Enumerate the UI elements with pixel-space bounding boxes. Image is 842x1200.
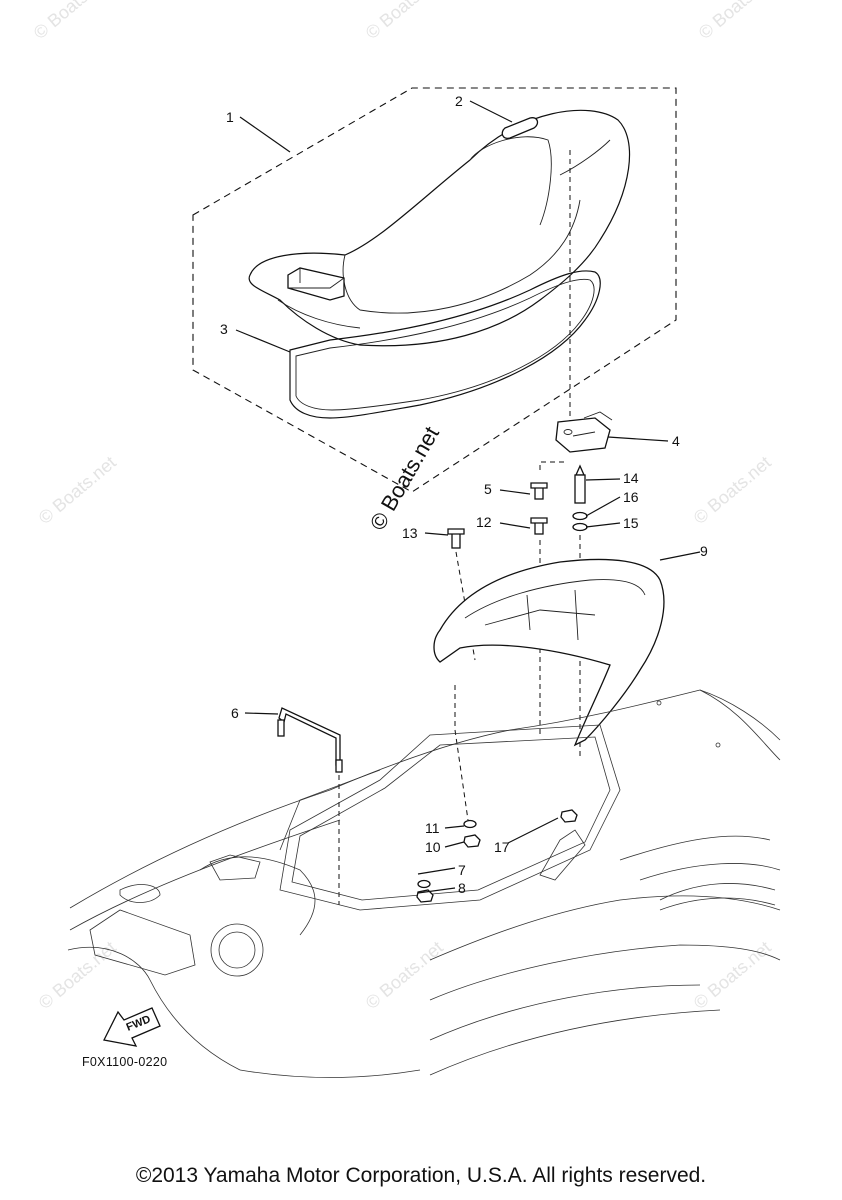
callout-1: 1 <box>226 109 234 125</box>
callout-15: 15 <box>623 515 639 531</box>
bolt <box>447 528 465 549</box>
callout-6: 6 <box>231 705 239 721</box>
nut <box>463 819 477 829</box>
seat <box>248 109 631 347</box>
callout-11: 11 <box>425 820 440 836</box>
callout-3: 3 <box>220 321 228 337</box>
watermark: © Boats.net <box>690 452 775 528</box>
seat-seal <box>289 270 601 419</box>
watermark: © Boats.net <box>365 422 444 534</box>
latch-bracket <box>555 411 613 453</box>
callout-labels: 1 2 3 4 5 6 7 8 9 10 11 12 13 14 15 16 1… <box>220 93 708 896</box>
callout-9: 9 <box>700 543 708 559</box>
copyright-notice: ©2013 Yamaha Motor Corporation, U.S.A. A… <box>135 1164 707 1187</box>
parts-diagram: © Boats.net © Boats.net © Boats.net © Bo… <box>30 0 781 1078</box>
washer <box>572 522 588 532</box>
forward-arrow-icon: FWD <box>103 1007 161 1047</box>
nut <box>417 879 431 889</box>
watermark: © Boats.net <box>690 937 775 1013</box>
watermark: © Boats.net <box>695 0 780 43</box>
callout-4: 4 <box>672 433 680 449</box>
callout-14: 14 <box>623 470 639 486</box>
callout-7: 7 <box>458 862 466 878</box>
watermark: © Boats.net <box>35 452 120 528</box>
callout-12: 12 <box>476 514 492 530</box>
nut <box>463 834 481 848</box>
watermark: © Boats.net <box>30 0 115 43</box>
callout-8: 8 <box>458 880 466 896</box>
callout-13: 13 <box>402 525 418 541</box>
seat-assembly-boundary <box>192 87 677 493</box>
bolt <box>530 482 548 500</box>
watermark-group: © Boats.net © Boats.net © Boats.net © Bo… <box>30 0 780 1013</box>
callout-10: 10 <box>425 839 441 855</box>
callout-16: 16 <box>623 489 639 505</box>
drawing-code: F0X1100-0220 <box>82 1055 168 1069</box>
nut <box>560 809 578 823</box>
latch-striker <box>574 464 586 504</box>
callout-leaders <box>235 100 701 894</box>
washer <box>572 511 588 521</box>
watermark: © Boats.net <box>362 937 447 1013</box>
seat-strap <box>501 117 539 139</box>
bolt <box>530 517 548 535</box>
retainer-handle <box>277 707 343 773</box>
storage-tray <box>433 558 665 747</box>
hull-deck <box>67 689 781 1078</box>
callout-2: 2 <box>455 93 463 109</box>
callout-5: 5 <box>484 481 492 497</box>
callout-17: 17 <box>494 839 510 855</box>
watermark: © Boats.net <box>362 0 447 43</box>
